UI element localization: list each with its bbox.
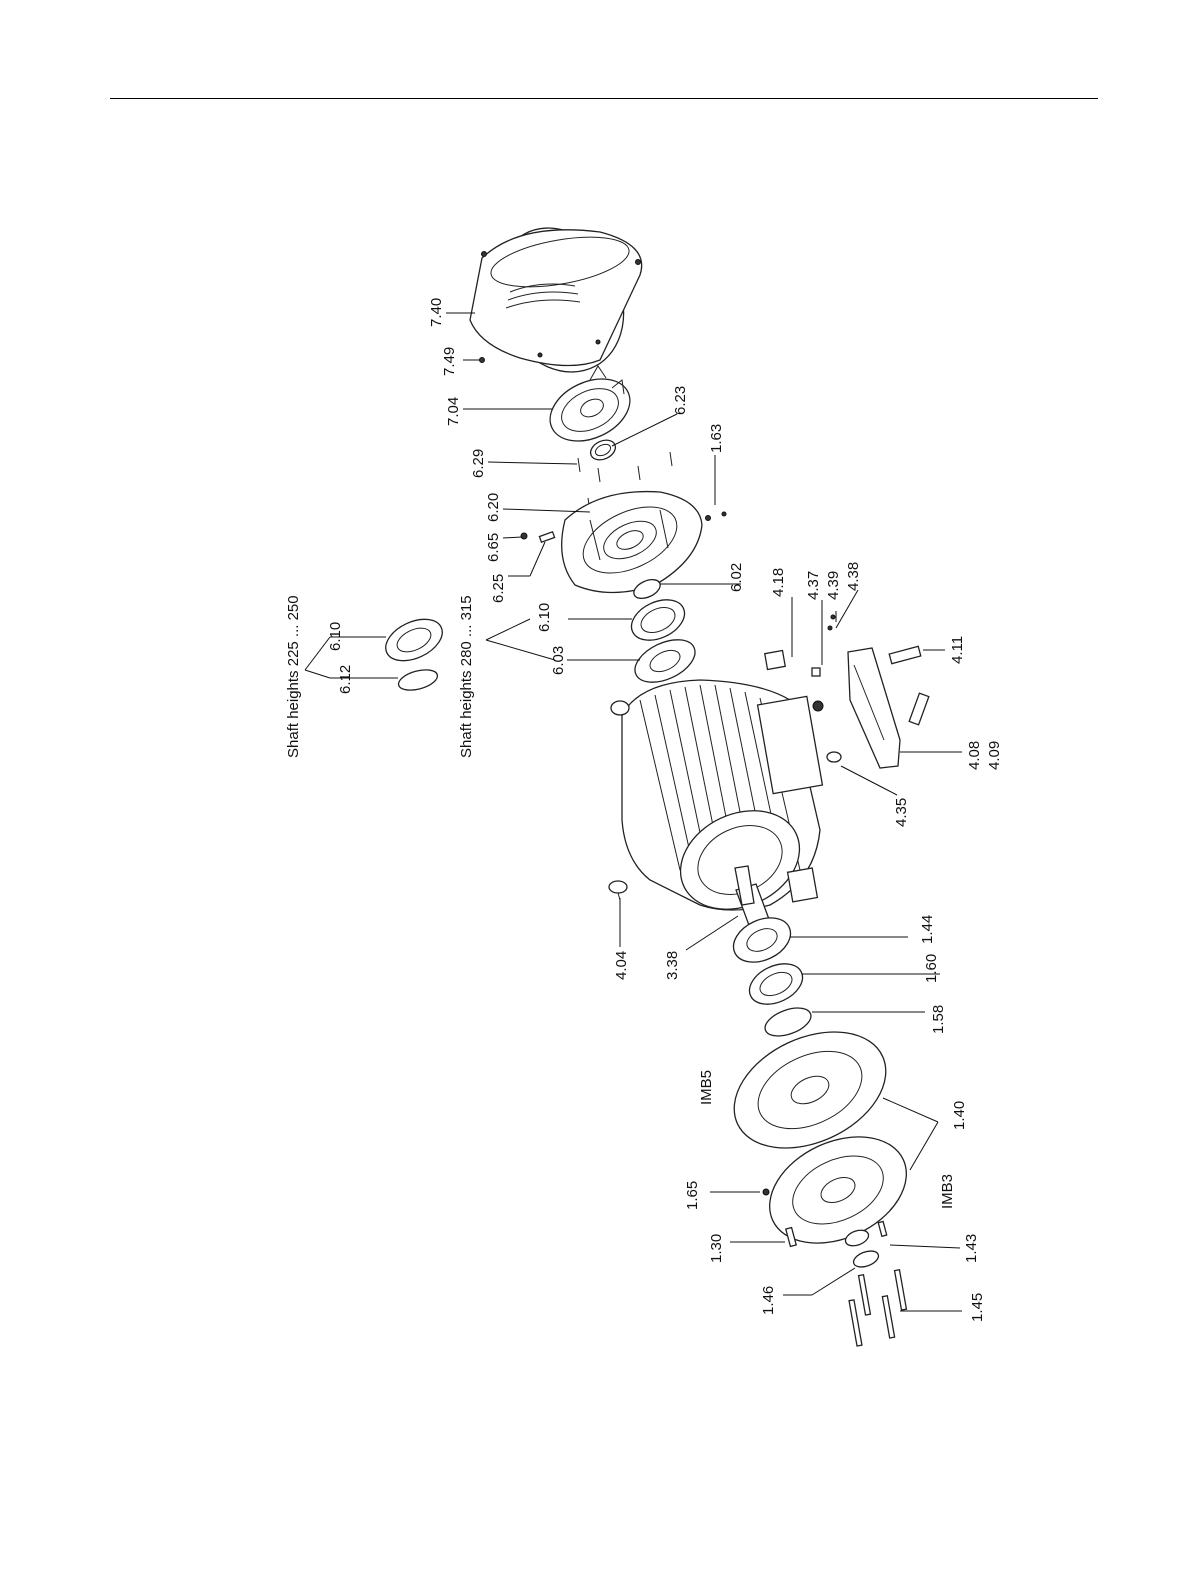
label-4-35: 4.35: [893, 798, 910, 827]
label-6-10-small: 6.10: [327, 622, 344, 651]
eye-bolt-4-04: [609, 881, 627, 900]
label-shaft-heights-280-315: Shaft heights 280 ... 315: [458, 595, 475, 758]
label-6-29: 6.29: [470, 449, 487, 478]
label-1-40: 1.40: [951, 1101, 968, 1130]
label-1-44: 1.44: [919, 915, 936, 944]
label-1-30: 1.30: [708, 1234, 725, 1263]
label-1-65: 1.65: [684, 1181, 701, 1210]
cable-glands-4-11: [889, 646, 929, 725]
grease-nipple-1-63: [706, 512, 727, 521]
seal-ring-6-23: [587, 436, 618, 463]
bearing-cover-1-44: [726, 909, 797, 971]
label-6-20: 6.20: [485, 493, 502, 522]
label-4-09: 4.09: [986, 741, 1003, 770]
label-7-40: 7.40: [428, 298, 445, 327]
circlip-6-12: [396, 666, 439, 694]
label-4-18: 4.18: [770, 568, 787, 597]
label-4-38: 4.38: [845, 562, 862, 591]
label-imb3: IMB3: [939, 1174, 956, 1209]
motor-housing: [611, 680, 822, 928]
label-shaft-heights-225-250: Shaft heights 225 ... 250: [285, 595, 302, 758]
label-7-04: 7.04: [445, 397, 462, 426]
label-6-03: 6.03: [550, 646, 567, 675]
label-6-02: 6.02: [728, 563, 745, 592]
washer-4-35: [827, 752, 841, 762]
label-6-25: 6.25: [490, 574, 507, 603]
bearing-6-10-small: [379, 611, 449, 669]
label-1-43: 1.43: [963, 1234, 980, 1263]
label-4-04: 4.04: [613, 951, 630, 980]
label-imb5: IMB5: [698, 1070, 715, 1105]
label-1-45: 1.45: [969, 1293, 986, 1322]
screw-7-49: [480, 358, 485, 363]
terminal-box-lid-4-08: [848, 648, 900, 768]
fan-cover-7-40: [470, 206, 648, 395]
small-parts-6-65-6-25: [521, 532, 555, 542]
label-6-10-large: 6.10: [536, 603, 553, 632]
label-6-12: 6.12: [337, 665, 354, 694]
end-shield-6-20: [562, 492, 702, 593]
label-6-65: 6.65: [485, 533, 502, 562]
label-7-49: 7.49: [441, 347, 458, 376]
label-4-37: 4.37: [805, 571, 822, 600]
label-1-60: 1.60: [923, 954, 940, 983]
label-3-38: 3.38: [664, 951, 681, 980]
label-6-23: 6.23: [672, 386, 689, 415]
label-1-46: 1.46: [760, 1286, 777, 1315]
bearing-1-60: [743, 956, 809, 1012]
label-1-58: 1.58: [930, 1005, 947, 1034]
label-4-39: 4.39: [825, 571, 842, 600]
label-4-08: 4.08: [966, 741, 983, 770]
label-1-63: 1.63: [708, 424, 725, 453]
group-labels: Shaft heights 225 ... 250 Shaft heights …: [285, 595, 475, 758]
label-4-11: 4.11: [949, 636, 966, 664]
